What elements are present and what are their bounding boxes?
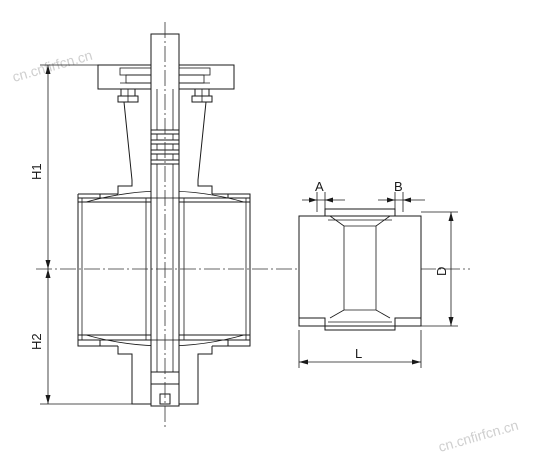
dimension-l: L: [298, 330, 422, 368]
bolt-left: [117, 88, 139, 103]
side-view: [298, 208, 422, 331]
dimension-label-h1: H1: [29, 163, 44, 180]
dimension-label-l: L: [355, 346, 362, 361]
dimension-label-a: A: [315, 179, 324, 194]
dimension-a: A: [302, 179, 345, 212]
valve-neck-upper: [117, 101, 213, 194]
dimension-label-b: B: [394, 179, 403, 194]
watermark-bottom: cn.cnfirfcn.cn: [436, 417, 520, 455]
dimension-h1: H1: [29, 64, 98, 269]
watermark-top: cn.cnfirfcn.cn: [10, 47, 94, 85]
side-body: [298, 215, 422, 327]
front-view: [36, 22, 470, 428]
dimension-b: B: [378, 179, 425, 212]
dimension-label-d: D: [434, 267, 449, 276]
dimension-label-h2: H2: [29, 333, 44, 350]
dimension-d: D: [421, 211, 458, 327]
dimension-h2: H2: [29, 269, 132, 405]
bolt-right: [191, 88, 213, 103]
